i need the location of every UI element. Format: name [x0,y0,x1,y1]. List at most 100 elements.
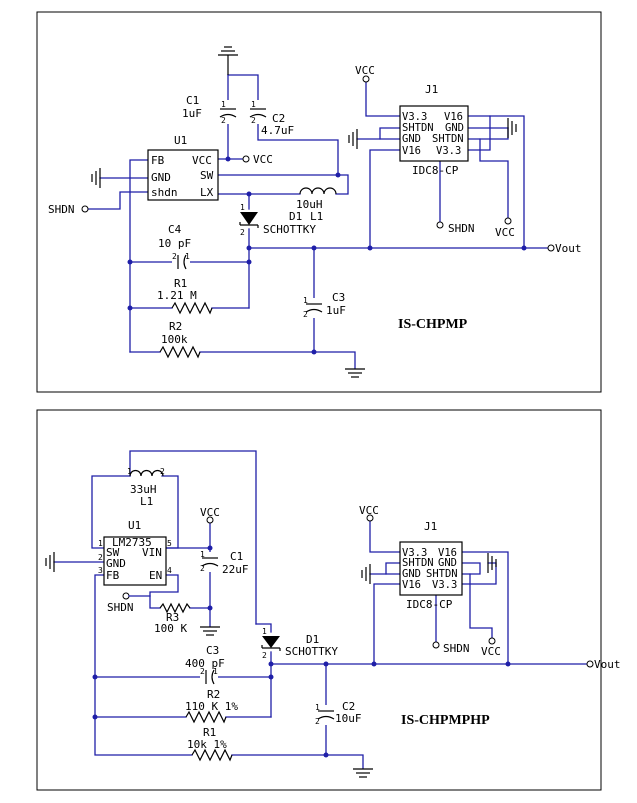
bottom-j1-pin-1: V3.3 [402,547,427,559]
bottom-j1-pin-3: SHTDN [402,557,434,569]
bottom-u1-pinnum-5: 5 [167,539,172,548]
top-vout-terminal: Vout [547,242,582,255]
svg-text:2: 2 [172,252,177,261]
top-j1-shdn-terminal: SHDN [436,221,475,235]
bottom-u1-pin-sw: SW [106,546,120,559]
top-vcc-label: VCC [253,153,273,166]
bottom-c2-capacitor: 1 2 C2 10uF [315,700,362,726]
top-l1-inductor: 10uH L1 [296,187,337,223]
bottom-schematic: 1 2 33uH L1 U1 LM2735 SW GND FB VIN EN 1… [36,409,621,791]
bottom-l1-value: 33uH [130,483,157,496]
top-j1-ref: J1 [425,83,438,96]
top-r2-value: 100k [161,333,188,346]
bottom-j1-vcc-terminal-2: VCC [481,637,501,658]
svg-text:1: 1 [315,703,320,712]
top-shdn-terminal: SHDN [48,203,89,216]
bottom-j1-pin-2: V16 [438,547,457,559]
top-r2-ref: R2 [169,320,182,333]
bottom-ground-symbol-c1 [200,626,220,636]
top-c1-capacitor: 1 2 C1 1uF [182,94,237,125]
top-vcc-terminal: VCC [242,153,273,166]
bottom-r3-ref: R3 [166,611,179,624]
bottom-r1-value: 10k 1% [187,738,227,751]
top-c1-ref: C1 [186,94,199,107]
top-c3-value: 1uF [326,304,346,317]
svg-text:2: 2 [200,564,205,573]
bottom-r2-value: 110 K 1% [185,700,238,713]
top-ground-symbol-j1-left [348,129,358,149]
bottom-r1-ref: R1 [203,726,216,739]
top-j1-connector: J1 V3.3 V16 SHTDN GND GND SHTDN V16 V3.3… [399,83,469,177]
top-c4-value: 10 pF [158,237,191,250]
bottom-vout-terminal: Vout [586,658,621,671]
svg-text:1: 1 [127,467,132,476]
top-c2-ref: C2 [272,112,285,125]
top-j1-pin-6: SHTDN [432,133,464,145]
svg-text:1: 1 [213,667,218,676]
svg-text:2: 2 [240,228,245,237]
bottom-j1-part: IDC8-CP [406,598,453,611]
bottom-j1-shdn-label: SHDN [443,642,470,655]
bottom-ground-symbol-u1 [45,552,55,572]
top-r1-value: 1.21 M [157,289,197,302]
top-j1-pin-8: V3.3 [436,145,461,157]
bottom-ground-symbol-out [353,768,373,778]
top-j1-vcc-label: VCC [355,64,375,77]
top-l1-ref: L1 [310,210,323,223]
top-u1-ic: U1 FB GND shdn VCC SW LX [147,134,219,201]
top-j1-pin-2: V16 [444,111,463,123]
top-u1-pin-vcc: VCC [192,154,212,167]
bottom-d1-ref: D1 [306,633,319,646]
bottom-c2-ref: C2 [342,700,355,713]
bottom-u1-pin-fb: FB [106,569,120,582]
top-junctions [127,156,527,355]
bottom-u1-pin-vin: VIN [142,546,162,559]
top-l1-value: 10uH [296,198,323,211]
bottom-u1-pinnum-3: 3 [98,566,103,575]
svg-text:2: 2 [251,116,256,125]
bottom-vcc-terminal: VCC [200,506,220,524]
top-j1-pin-1: V3.3 [402,111,427,123]
bottom-vcc-label: VCC [200,506,220,519]
bottom-j1-pin-7: V16 [402,579,421,591]
top-r2-resistor: R2 100k [159,320,201,359]
bottom-c1-ref: C1 [230,550,243,563]
top-j1-vcc2-label: VCC [495,226,515,239]
bottom-r3-resistor: R3 100 K [154,602,191,635]
bottom-j1-vcc-label: VCC [359,504,379,517]
top-d1-diode: 1 2 D1 SCHOTTKY [239,203,316,237]
top-u1-pin-lx: LX [200,186,214,199]
top-shdn-in-label: SHDN [48,203,75,216]
top-j1-pin-5: GND [402,133,421,145]
top-j1-vcc-terminal-2: VCC [495,217,515,239]
bottom-c1-capacitor: 1 2 C1 22uF [200,550,249,576]
svg-text:1: 1 [262,627,267,636]
top-j1-pin-3: SHTDN [402,122,434,134]
bottom-r3-value: 100 K [154,622,187,635]
bottom-j1-pin-4: GND [438,557,457,569]
top-d1-value: SCHOTTKY [263,223,316,236]
bottom-c2-value: 10uF [335,712,362,725]
bottom-j1-pin-6: SHTDN [426,568,458,580]
top-c3-ref: C3 [332,291,345,304]
svg-text:1: 1 [251,100,256,109]
bottom-r2-ref: R2 [207,688,220,701]
bottom-u1-ic: U1 LM2735 SW GND FB VIN EN 1 2 3 5 4 [98,519,172,586]
svg-text:2: 2 [315,717,320,726]
top-ground-symbol-j1-right [507,118,517,138]
bottom-c3-capacitor: 2 1 C3 400 pF [185,644,225,685]
bottom-frame [36,409,602,791]
bottom-ground-symbol-j1-right [487,553,497,573]
bottom-c3-value: 400 pF [185,657,225,670]
bottom-d1-diode: 1 2 D1 SCHOTTKY [261,627,338,660]
top-c2-value: 4.7uF [261,124,294,137]
top-c3-capacitor: 1 2 C3 1uF [303,291,346,319]
svg-text:2: 2 [262,651,267,660]
svg-text:2: 2 [200,667,205,676]
bottom-wires [53,450,588,769]
top-j1-vcc-terminal: VCC [355,64,375,83]
top-u1-pin-fb: FB [151,154,165,167]
top-wires [87,74,549,369]
bottom-j1-ref: J1 [424,520,437,533]
bottom-j1-connector: J1 V3.3 V16 SHTDN GND GND SHTDN V16 V3.3… [399,520,463,611]
